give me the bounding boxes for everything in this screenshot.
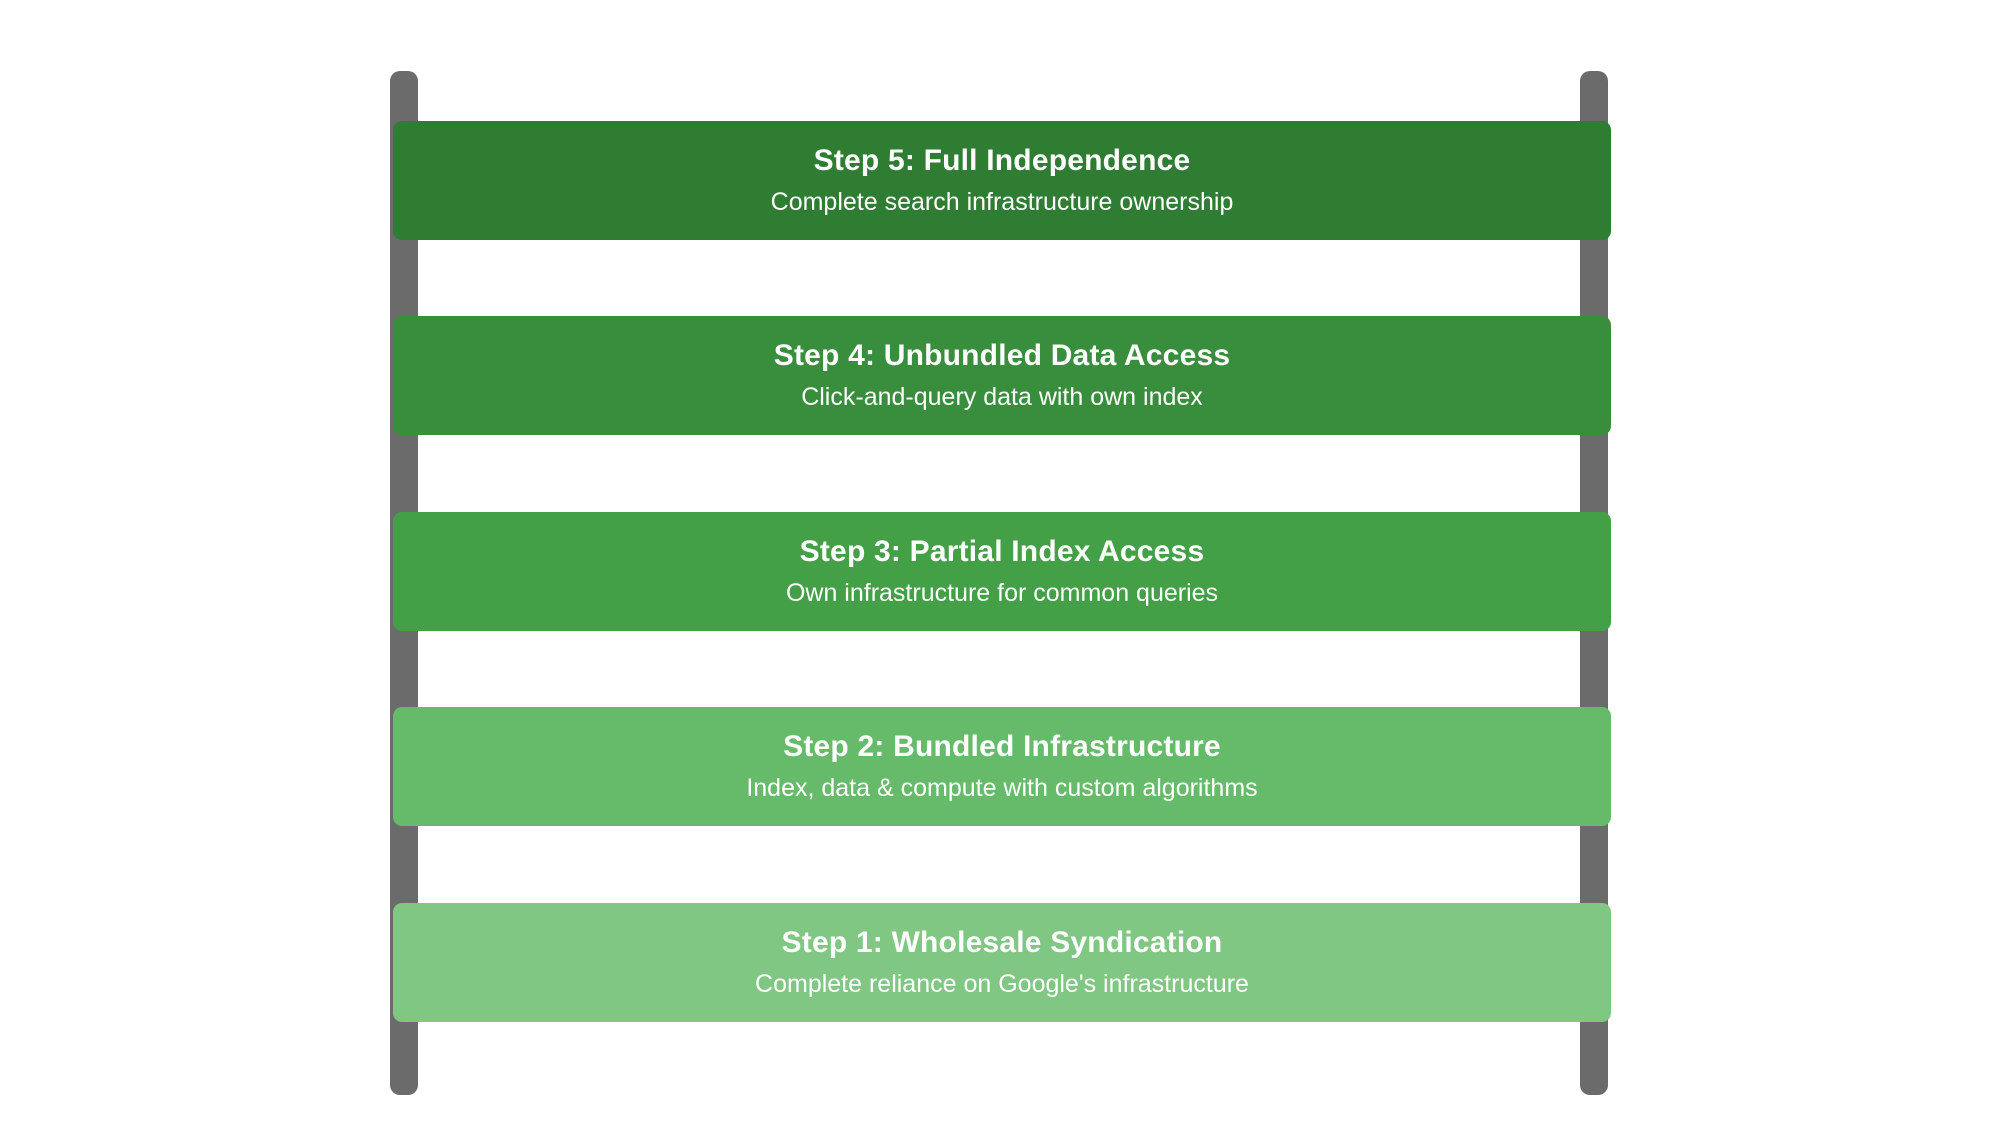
- ladder-step-4: Step 4: Unbundled Data Access Click-and-…: [393, 316, 1611, 435]
- ladder-step-1: Step 1: Wholesale Syndication Complete r…: [393, 903, 1611, 1022]
- ladder-step-5: Step 5: Full Independence Complete searc…: [393, 121, 1611, 240]
- step-2-subtitle: Index, data & compute with custom algori…: [746, 773, 1258, 802]
- step-3-subtitle: Own infrastructure for common queries: [785, 578, 1219, 607]
- ladder-step-3: Step 3: Partial Index Access Own infrast…: [393, 512, 1611, 631]
- step-1-title: Step 1: Wholesale Syndication: [781, 926, 1223, 960]
- step-4-subtitle: Click-and-query data with own index: [801, 382, 1203, 411]
- step-5-title: Step 5: Full Independence: [813, 144, 1191, 178]
- ladder-step-2: Step 2: Bundled Infrastructure Index, da…: [393, 707, 1611, 826]
- step-3-title: Step 3: Partial Index Access: [799, 535, 1205, 569]
- step-4-title: Step 4: Unbundled Data Access: [773, 339, 1231, 373]
- step-1-subtitle: Complete reliance on Google's infrastruc…: [755, 969, 1249, 998]
- step-2-title: Step 2: Bundled Infrastructure: [783, 730, 1221, 764]
- step-5-subtitle: Complete search infrastructure ownership: [770, 187, 1234, 216]
